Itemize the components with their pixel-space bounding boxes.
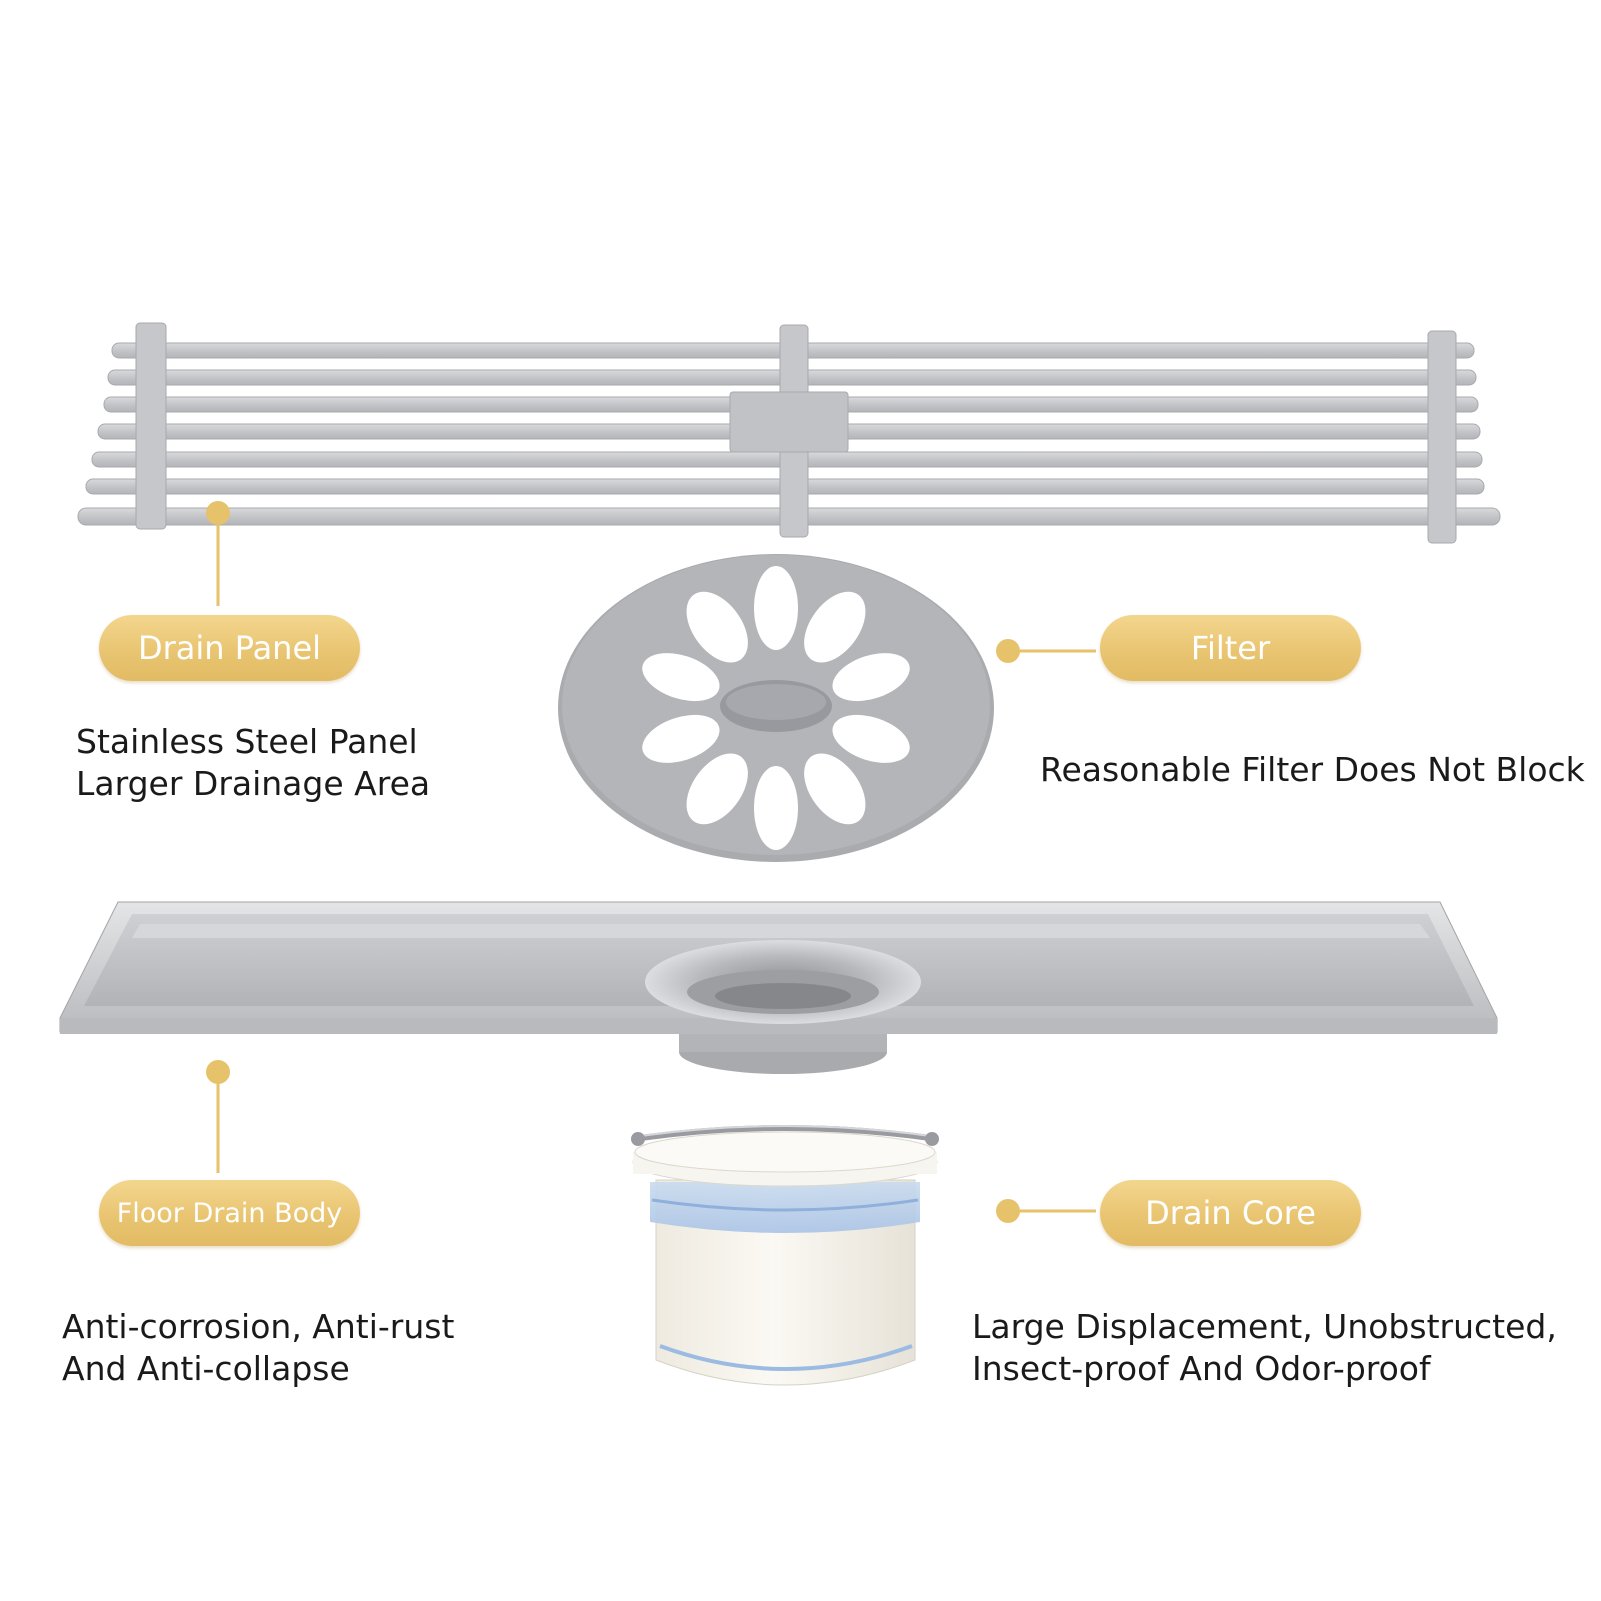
drain-core-description-line: Large Displacement, Unobstructed, [972,1307,1557,1346]
callout-connectors [206,501,1096,1223]
floor-drain-body-description-line: And Anti-collapse [62,1349,350,1388]
drain-core-label: Drain Core [1100,1180,1361,1246]
filter-description-line: Reasonable Filter Does Not Block [1040,750,1585,789]
filter-label-text: Filter [1190,629,1271,667]
floor-drain-body-illustration [59,901,1498,1074]
drain-panel-description: Stainless Steel Panel Larger Drainage Ar… [76,721,430,805]
drain-core-description: Large Displacement, Unobstructed, Insect… [972,1306,1557,1390]
drain-panel-description-line: Larger Drainage Area [76,764,431,803]
drain-panel-illustration [77,322,1501,544]
floor-drain-body-label: Floor Drain Body [99,1180,360,1246]
filter-illustration [558,554,994,862]
floor-drain-body-description-line: Anti-corrosion, Anti-rust [62,1307,455,1346]
filter-label: Filter [1100,615,1361,681]
drain-core-illustration [631,1125,939,1386]
filter-description: Reasonable Filter Does Not Block [1040,749,1585,791]
floor-drain-body-description: Anti-corrosion, Anti-rust And Anti-colla… [62,1306,454,1390]
drain-panel-label-text: Drain Panel [137,629,322,667]
drain-panel-description-line: Stainless Steel Panel [76,722,418,761]
drain-core-description-line: Insect-proof And Odor-proof [972,1349,1431,1388]
drain-core-label-text: Drain Core [1145,1194,1316,1232]
floor-drain-body-label-text: Floor Drain Body [116,1197,343,1229]
drain-panel-label: Drain Panel [99,615,360,681]
